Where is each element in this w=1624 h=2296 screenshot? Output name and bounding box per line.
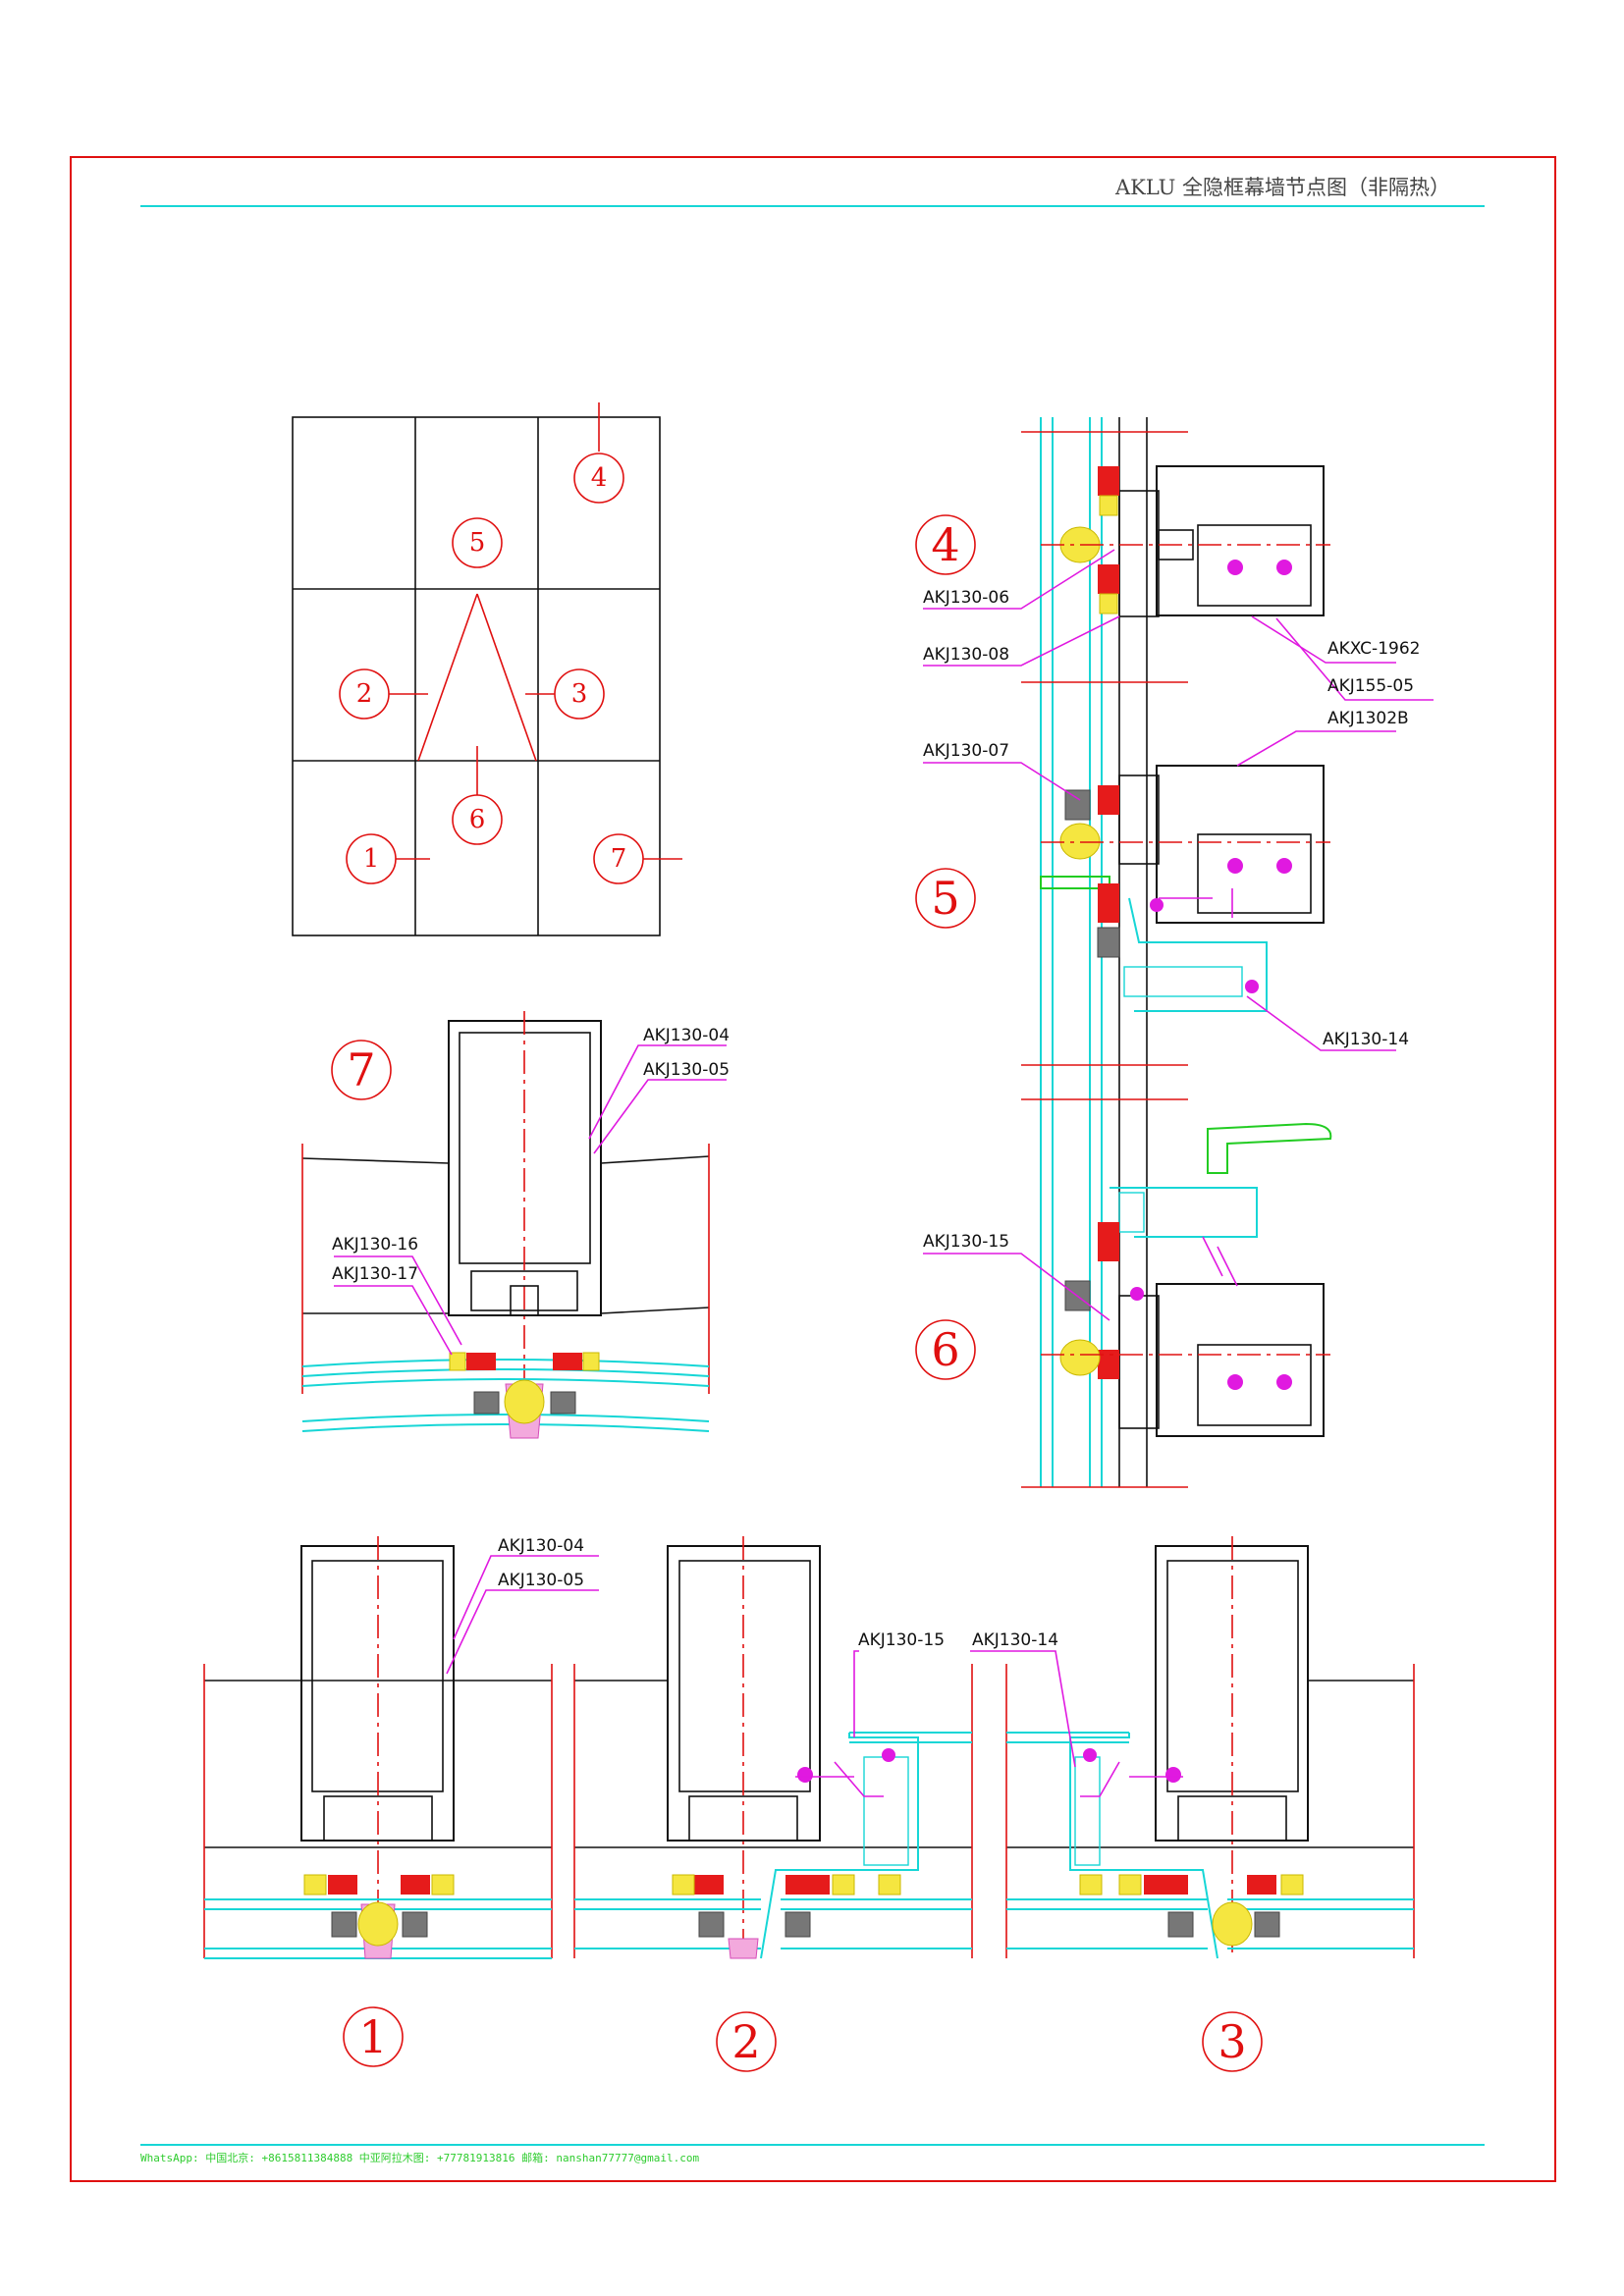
index-number-6: 6 — [469, 805, 486, 834]
label-akj155-05: AKJ155-05 — [1327, 676, 1414, 696]
label-akj130-16: AKJ130-16 — [332, 1235, 418, 1255]
label-akj130-08: AKJ130-08 — [923, 645, 1009, 665]
section-number-5: 5 — [931, 872, 959, 925]
footer-contact: WhatsApp: 中国北京: +8615811384888 中亚阿拉木图: +… — [140, 2151, 699, 2164]
section-number-3: 3 — [1218, 2015, 1246, 2068]
label-akj130-14-v: AKJ130-14 — [1323, 1030, 1409, 1049]
section-7-detail: 7 AKJ130-04 AKJ130-05 AKJ130-16 AKJ130-1… — [301, 1011, 730, 1439]
section-number-2: 2 — [731, 2015, 760, 2068]
index-number-7: 7 — [611, 844, 627, 874]
vertical-sections: 4 5 6 — [915, 417, 1434, 1488]
index-number-2: 2 — [356, 679, 373, 709]
section-number-1: 1 — [358, 2010, 387, 2063]
label-akxc-1962: AKXC-1962 — [1327, 639, 1420, 659]
index-number-3: 3 — [571, 679, 588, 709]
label-akj130-05-s7: AKJ130-05 — [643, 1060, 730, 1080]
label-akj130-04-b: AKJ130-04 — [498, 1536, 584, 1556]
label-akj130-15-b: AKJ130-15 — [858, 1630, 945, 1650]
sheet-title: AKLU 全隐框幕墙节点图（非隔热） — [1114, 176, 1450, 199]
index-number-4: 4 — [591, 463, 608, 493]
section-1-detail: 1 AKJ130-04 AKJ130-05 — [203, 1536, 599, 2067]
section-2-detail: 2 AKJ130-15 — [573, 1536, 973, 2072]
label-akj1302b: AKJ1302B — [1327, 709, 1409, 728]
index-number-1: 1 — [363, 844, 380, 874]
label-akj130-05-b: AKJ130-05 — [498, 1571, 584, 1590]
label-akj130-07: AKJ130-07 — [923, 741, 1009, 761]
section-3-detail: 3 AKJ130-14 — [970, 1536, 1415, 2072]
section-number-7: 7 — [347, 1043, 375, 1096]
section-number-6: 6 — [931, 1323, 959, 1376]
label-akj130-15-v: AKJ130-15 — [923, 1232, 1009, 1252]
label-akj130-06: AKJ130-06 — [923, 588, 1009, 608]
label-akj130-14-b: AKJ130-14 — [972, 1630, 1058, 1650]
label-akj130-17: AKJ130-17 — [332, 1264, 418, 1284]
section-number-4: 4 — [931, 518, 959, 571]
label-akj130-04-s7: AKJ130-04 — [643, 1026, 730, 1045]
index-number-5: 5 — [469, 528, 486, 558]
index-elevation: 4 5 2 3 6 1 7 — [292, 402, 682, 936]
sheet-border — [70, 156, 1556, 2182]
